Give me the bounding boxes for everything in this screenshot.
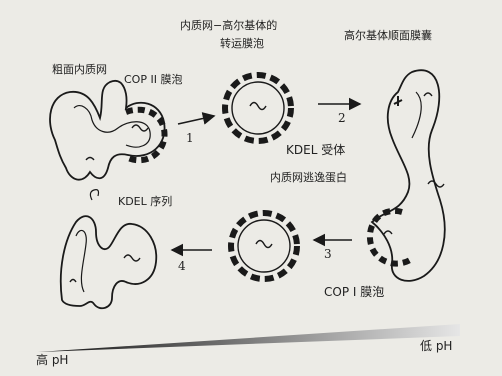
- label-kdel-receptor: KDEL 受体: [286, 143, 346, 157]
- transport-vesicle-cargo: [249, 101, 267, 111]
- step-number-4: 4: [178, 259, 186, 273]
- upper-er-membrane: [49, 79, 166, 181]
- transport-vesicle-membrane: [231, 81, 285, 135]
- transport-vesicle-coat: [222, 72, 294, 144]
- upper-er-lumen-outline: [73, 105, 151, 148]
- lower-er-membrane: [59, 215, 158, 310]
- label-rough-er: 粗面内质网: [52, 63, 107, 76]
- arrow-step-1: [177, 112, 216, 125]
- step-number-3: 3: [324, 247, 332, 261]
- step-number-1: 1: [186, 131, 194, 145]
- label-escaped-protein: 内质网逃逸蛋白: [270, 171, 347, 184]
- kdel-receptor-mark: [393, 96, 403, 106]
- label-low-ph: 低 pH: [420, 339, 453, 353]
- label-cis-golgi: 高尔基体顺面膜囊: [344, 29, 432, 42]
- kdel-seq-pointer: [89, 189, 100, 201]
- copi-vesicle-membrane: [237, 219, 291, 273]
- label-transport-vesicle-line2: 转运膜泡: [220, 37, 264, 50]
- label-transport-vesicle-line1: 内质网−高尔基体的: [180, 19, 278, 32]
- cargo-squiggle-lower-2: [69, 278, 77, 283]
- label-copii-vesicle: COP II 膜泡: [124, 73, 183, 86]
- golgi-cargo-squiggle: [423, 92, 433, 97]
- copi-vesicle-coat: [228, 210, 300, 282]
- copi-bud-coat: [367, 207, 412, 267]
- cargo-squiggle-er-2: [85, 156, 95, 161]
- ph-gradient-bar: [38, 324, 460, 352]
- cis-golgi-membrane: [370, 69, 446, 282]
- golgi-cargo-squiggle-2: [427, 180, 445, 188]
- cargo-squiggle-er: [131, 124, 149, 132]
- cargo-squiggle-lower: [123, 254, 141, 262]
- golgi-inner-outline: [411, 91, 422, 139]
- copi-bud-cargo: [383, 230, 393, 235]
- copii-coat-er: [124, 106, 168, 164]
- label-high-ph: 高 pH: [36, 353, 69, 367]
- copi-vesicle-cargo: [255, 239, 273, 249]
- lower-er-lumen-outline: [75, 229, 87, 293]
- label-kdel-sequence: KDEL 序列: [118, 195, 173, 208]
- label-copi-vesicle: COP I 膜泡: [324, 285, 385, 299]
- step-number-2: 2: [338, 111, 346, 125]
